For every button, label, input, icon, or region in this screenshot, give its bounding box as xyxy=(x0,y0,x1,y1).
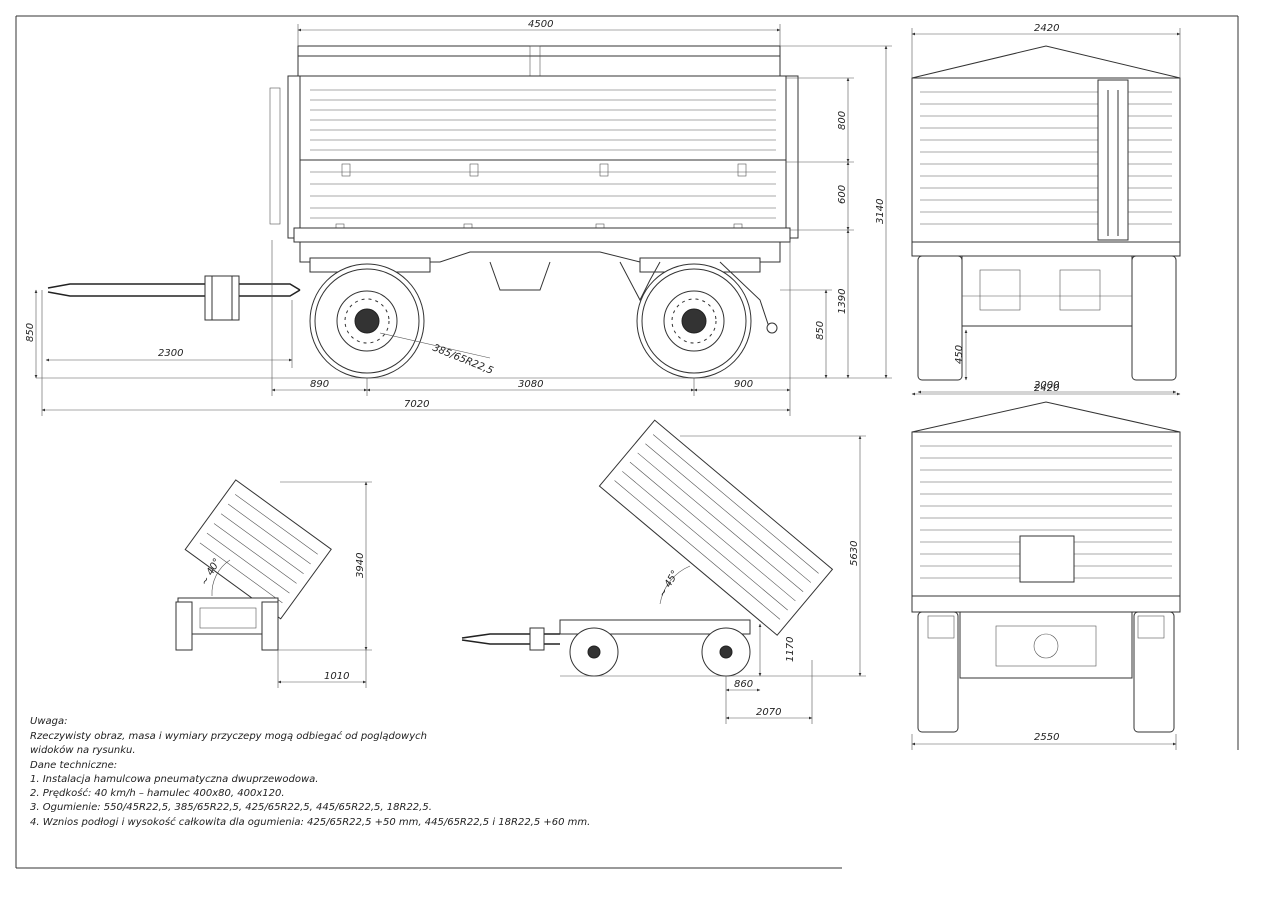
dim-floor-height: 1390 xyxy=(837,289,848,314)
dim-lower-wall: 600 xyxy=(837,185,848,204)
tyre-label: 385/65R22,5 xyxy=(431,343,495,377)
side-tip-view: ~ 40° 3940 1010 xyxy=(175,479,372,688)
notes-block: Uwaga: Rzeczywisty obraz, masa i wymiary… xyxy=(30,716,590,828)
rear-wheel xyxy=(636,263,752,379)
rear-view: 2420 2550 xyxy=(911,383,1181,750)
notes-item4: 4. Wznios podłogi i wysokość całkowita d… xyxy=(30,816,590,828)
front-wheel xyxy=(309,263,425,379)
dim-rear-height: 850 xyxy=(815,321,826,340)
front-view: 2420 2000 450 xyxy=(911,23,1181,394)
notes-item1: 1. Instalacja hamulcowa pneumatyczna dwu… xyxy=(30,774,318,785)
dim-drawbar: 2300 xyxy=(158,348,183,359)
dim-total-height: 3140 xyxy=(875,199,886,224)
front-dim-track: 2000 xyxy=(1034,380,1059,391)
front-dim-ground: 450 xyxy=(954,345,965,364)
dim-overall-length: 7020 xyxy=(404,399,429,410)
notes-heading: Uwaga: xyxy=(30,716,67,727)
dim-rear-overhang: 900 xyxy=(734,379,753,390)
front-dim-width: 2420 xyxy=(1034,23,1059,34)
side-tip-height: 3940 xyxy=(355,553,366,578)
rear-dim-tyres-width: 2550 xyxy=(1034,732,1059,743)
dim-wheelbase: 3080 xyxy=(518,379,543,390)
dim-box-length: 4500 xyxy=(528,19,553,30)
notes-item2: 2. Prędkość: 40 km/h – hamulec 400x80, 4… xyxy=(30,787,285,799)
dim-upper-wall: 800 xyxy=(837,111,848,130)
notes-item3: 3. Ogumienie: 550/45R22,5, 385/65R22,5, … xyxy=(30,802,432,813)
side-view: 385/65R22,5 4500 2300 890 3080 900 7020 … xyxy=(25,19,892,416)
rear-tip-offset-small: 860 xyxy=(734,679,753,690)
rear-tip-view: ~ 45° 5630 1170 860 2070 xyxy=(461,419,866,724)
notes-tech-heading: Dane techniczne: xyxy=(30,760,117,771)
side-tip-reach: 1010 xyxy=(324,671,349,682)
rear-tip-hinge: 1170 xyxy=(785,637,796,662)
rear-tip-angle: ~ 45° xyxy=(657,569,681,600)
notes-line1: Rzeczywisty obraz, masa i wymiary przycz… xyxy=(30,730,427,742)
notes-line2: widoków na rysunku. xyxy=(30,744,136,756)
dim-hitch-height: 850 xyxy=(25,323,36,342)
dim-front-overhang: 890 xyxy=(310,379,329,390)
rear-tip-offset-large: 2070 xyxy=(756,707,781,718)
sheet-frame xyxy=(15,15,1239,869)
rear-dim-width: 2420 xyxy=(1034,383,1059,394)
rear-tip-height: 5630 xyxy=(849,541,860,566)
